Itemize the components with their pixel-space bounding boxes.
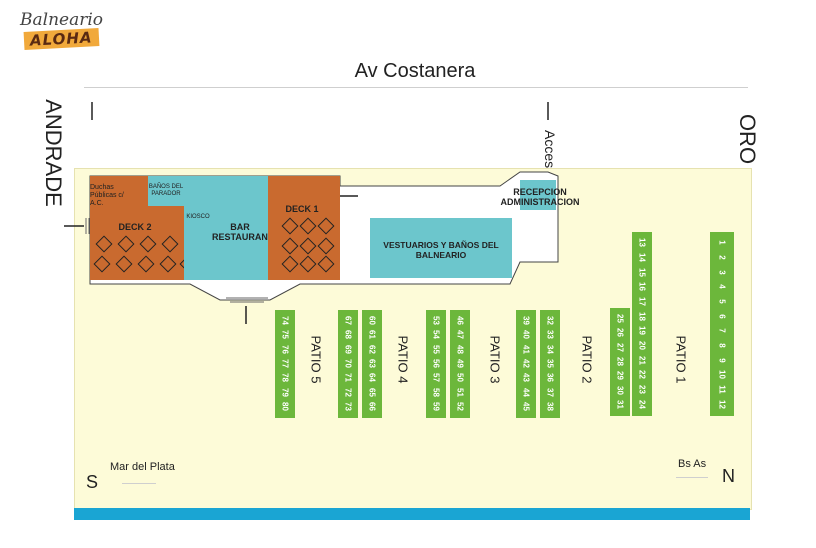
umbrella-number[interactable]: 39: [521, 316, 531, 326]
patio-3-label: PATIO 3: [487, 335, 503, 384]
umbrella-number[interactable]: 1: [717, 240, 727, 246]
logo-text-balneario: Balneario: [20, 10, 104, 30]
patio-5-label: PATIO 5: [308, 335, 324, 384]
parador-bathrooms: [148, 176, 184, 206]
umbrella-number[interactable]: 13: [637, 238, 647, 248]
umbrella-number[interactable]: 25: [615, 314, 625, 324]
kiosk: [184, 176, 212, 280]
sea-strip: [74, 508, 750, 520]
bar-restaurant: [212, 176, 268, 280]
south-direction-line: [122, 483, 156, 484]
deck-1: [268, 176, 340, 280]
logo: Balneario ALOHA: [16, 8, 108, 50]
patio-1-label: PATIO 1: [673, 335, 689, 384]
umbrella-number[interactable]: 74: [280, 316, 290, 326]
north-marker: N: [722, 466, 735, 486]
deck-1-label: DECK 1: [285, 204, 319, 214]
bar-restaurant-label: BAR RESTAURANT: [212, 222, 274, 242]
kiosk-label: KIOSCO: [186, 214, 210, 220]
umbrella-number[interactable]: 32: [545, 316, 555, 326]
south-marker: S: [86, 472, 99, 492]
parador-bathrooms-label: BAÑOS DEL PARADOR: [148, 184, 184, 197]
patio-2-label: PATIO 2: [579, 335, 595, 384]
street-divider: [84, 87, 748, 88]
deck-2-label: DECK 2: [118, 222, 152, 232]
public-showers-label: Duchas Públicas c/ A.C.: [90, 184, 124, 207]
umbrella-number[interactable]: 53: [431, 316, 441, 326]
north-city-label: Bs As: [678, 458, 707, 470]
changing-rooms-label: VESTUARIOS Y BAÑOS DEL BALNEARIO: [383, 240, 499, 260]
reception-label: RECEPCION ADMINISTRACION: [500, 187, 580, 207]
umbrella-number[interactable]: 46: [455, 316, 465, 326]
south-city-label: Mar del Plata: [110, 461, 175, 473]
patio-4-label: PATIO 4: [395, 335, 411, 384]
umbrella-number[interactable]: 67: [343, 316, 353, 326]
street-av-costanera: Av Costanera: [354, 60, 476, 82]
changing-rooms: [370, 218, 512, 278]
north-direction-line: [676, 477, 708, 478]
reception: [520, 180, 556, 210]
umbrella-number[interactable]: 60: [367, 316, 377, 326]
